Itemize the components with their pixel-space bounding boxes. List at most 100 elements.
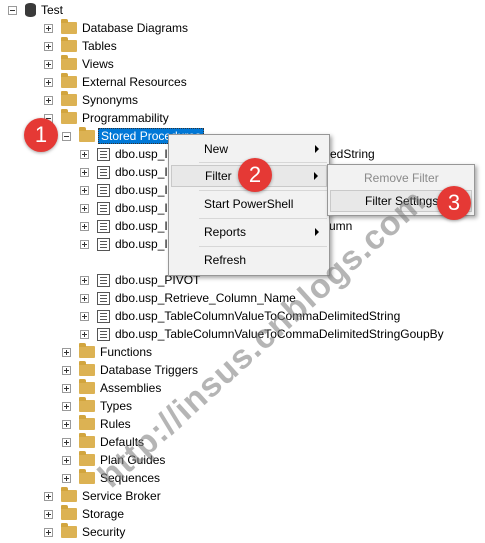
node-label: Sequences	[100, 471, 161, 485]
menu-separator	[199, 246, 327, 247]
tree-node-rules[interactable]: Rules	[62, 415, 131, 433]
tree-node-proc[interactable]: dbo.usp_I	[80, 217, 168, 235]
expand-toggle[interactable]	[80, 239, 89, 249]
tree-node-proc[interactable]: dbo.usp_TableColumnValueToCommaDelimited…	[80, 325, 444, 343]
expand-toggle[interactable]	[80, 167, 89, 177]
collapse-toggle[interactable]	[62, 131, 71, 141]
expand-toggle[interactable]	[62, 455, 71, 465]
tree-node-tables[interactable]: Tables	[44, 37, 117, 55]
menu-item-start-powershell[interactable]: Start PowerShell	[171, 193, 327, 215]
expand-toggle[interactable]	[80, 185, 89, 195]
step-badge-2: 2	[238, 158, 272, 192]
tree-node-types[interactable]: Types	[62, 397, 132, 415]
tree-node-programmability[interactable]: Programmability	[44, 109, 169, 127]
tree-node-plan-guides[interactable]: Plan Guides	[62, 451, 165, 469]
menu-item-refresh[interactable]: Refresh	[171, 249, 327, 271]
expand-toggle[interactable]	[62, 419, 71, 429]
folder-icon	[61, 109, 77, 124]
folder-icon	[61, 523, 77, 538]
folder-icon	[61, 19, 77, 34]
tree-node-sequences[interactable]: Sequences	[62, 469, 160, 487]
tree-node-proc[interactable]: dbo.usp_I	[80, 163, 168, 181]
expand-toggle[interactable]	[44, 527, 53, 537]
menu-item-new[interactable]: New	[171, 138, 327, 160]
node-label: Test	[41, 3, 64, 17]
tree-node-proc[interactable]: dbo.usp_I	[80, 199, 168, 217]
node-label-tail: umn	[329, 219, 353, 233]
node-label: dbo.usp_PIVOT	[115, 273, 201, 287]
folder-icon	[79, 343, 95, 358]
menu-item-remove-filter[interactable]: Remove Filter	[330, 167, 472, 189]
expand-toggle[interactable]	[44, 491, 53, 501]
node-label: Defaults	[100, 435, 145, 449]
tree-node-synonyms[interactable]: Synonyms	[44, 91, 138, 109]
submenu-arrow-icon	[315, 145, 319, 153]
node-label: dbo.usp_I	[115, 237, 168, 251]
expand-toggle[interactable]	[44, 95, 53, 105]
expand-toggle[interactable]	[44, 41, 53, 51]
menu-item-label: Reports	[204, 225, 247, 239]
database-icon	[25, 3, 36, 17]
node-label-tail: edString	[330, 147, 375, 161]
node-label: Types	[100, 399, 133, 413]
expand-toggle[interactable]	[80, 329, 89, 339]
node-label: dbo.usp_I	[115, 165, 168, 179]
menu-item-reports[interactable]: Reports	[171, 221, 327, 243]
expand-toggle[interactable]	[44, 77, 53, 87]
expand-toggle[interactable]	[62, 347, 71, 357]
expand-toggle[interactable]	[80, 275, 89, 285]
menu-item-label: Start PowerShell	[204, 197, 294, 211]
expand-toggle[interactable]	[80, 221, 89, 231]
stored-procedure-icon	[97, 237, 110, 251]
tree-node-security[interactable]: Security	[44, 523, 125, 541]
node-label: Rules	[100, 417, 131, 431]
tree-node-external-resources[interactable]: External Resources	[44, 73, 187, 91]
tree-node-proc[interactable]: dbo.usp_Retrieve_Column_Name	[80, 289, 296, 307]
node-label: Database Diagrams	[82, 21, 189, 35]
collapse-toggle[interactable]	[8, 5, 17, 15]
tree-node-functions[interactable]: Functions	[62, 343, 152, 361]
tree-node-database-triggers[interactable]: Database Triggers	[62, 361, 198, 379]
menu-item-label: Filter Settings	[365, 194, 439, 208]
expand-toggle[interactable]	[62, 401, 71, 411]
tree-node-proc[interactable]: dbo.usp_I	[80, 181, 168, 199]
node-label: dbo.usp_I	[115, 147, 168, 161]
expand-toggle[interactable]	[80, 293, 89, 303]
step-badge-1: 1	[24, 118, 58, 152]
node-label: dbo.usp_I	[115, 201, 168, 215]
tree-node-proc[interactable]: dbo.usp_PIVOT	[80, 271, 200, 289]
tree-node-proc[interactable]: dbo.usp_TableColumnValueToCommaDelimited…	[80, 307, 400, 325]
tree-node-storage[interactable]: Storage	[44, 505, 124, 523]
tree-node-assemblies[interactable]: Assemblies	[62, 379, 161, 397]
expand-toggle[interactable]	[62, 473, 71, 483]
node-label: Service Broker	[82, 489, 161, 503]
node-label: Database Triggers	[100, 363, 199, 377]
folder-icon	[79, 415, 95, 430]
tree-node-database-diagrams[interactable]: Database Diagrams	[44, 19, 188, 37]
step-badge-3: 3	[437, 186, 471, 220]
tree-node-proc[interactable]: dbo.usp_I	[80, 145, 168, 163]
tree-node-defaults[interactable]: Defaults	[62, 433, 144, 451]
expand-toggle[interactable]	[44, 509, 53, 519]
folder-icon	[79, 361, 95, 376]
expand-toggle[interactable]	[80, 203, 89, 213]
node-label: Views	[82, 57, 114, 71]
expand-toggle[interactable]	[80, 149, 89, 159]
expand-toggle[interactable]	[62, 383, 71, 393]
expand-toggle[interactable]	[62, 437, 71, 447]
tree-node-test[interactable]: Test	[8, 1, 63, 19]
menu-item-filter-settings[interactable]: Filter Settings	[330, 190, 472, 212]
tree-node-proc[interactable]: dbo.usp_I	[80, 235, 168, 253]
expand-toggle[interactable]	[80, 311, 89, 321]
expand-toggle[interactable]	[44, 59, 53, 69]
node-label: Programmability	[82, 111, 169, 125]
tree-node-views[interactable]: Views	[44, 55, 114, 73]
node-label: dbo.usp_Retrieve_Column_Name	[115, 291, 296, 305]
folder-icon	[61, 487, 77, 502]
tree-node-service-broker[interactable]: Service Broker	[44, 487, 161, 505]
stored-procedure-icon	[97, 219, 110, 233]
folder-icon	[61, 55, 77, 70]
expand-toggle[interactable]	[62, 365, 71, 375]
proc-name-tail: umn	[329, 217, 352, 235]
expand-toggle[interactable]	[44, 23, 53, 33]
